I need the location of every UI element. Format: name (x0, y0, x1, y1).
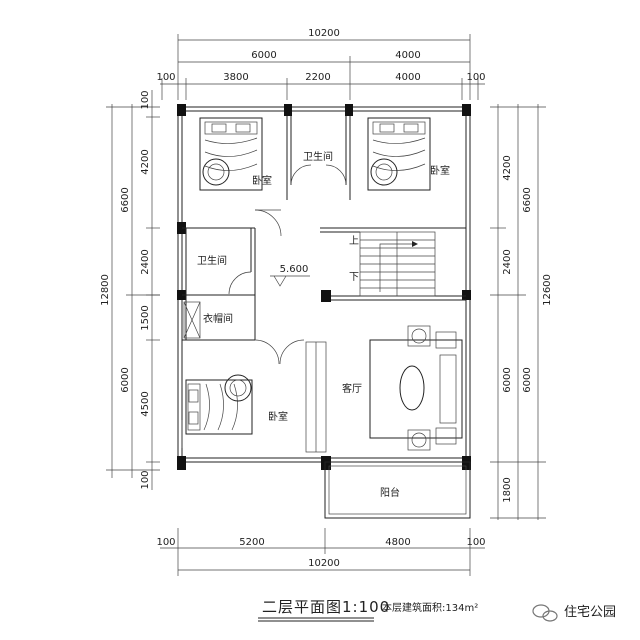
walls (177, 104, 471, 470)
stair-up-label: 上 (349, 235, 359, 247)
dim-top-100-right: 100 (466, 72, 485, 83)
dimension-labels-top: 10200 6000 4000 100 3800 2200 4000 100 (156, 28, 485, 83)
room-label-bedroom-2: 卧室 (430, 164, 450, 177)
dim-left-6600: 6600 (120, 187, 131, 212)
room-labels: 卧室 卫生间 卧室 卫生间 衣帽间 卧室 客厅 阳台 5.600 上 下 (197, 150, 450, 499)
dimension-labels-bottom: 100 5200 4800 100 10200 (156, 537, 485, 569)
sofa-set-icon (369, 325, 463, 451)
bed-icon (199, 117, 263, 191)
dim-left-1500: 1500 (140, 305, 151, 330)
plan-title: 二层平面图 (262, 598, 342, 616)
dim-left-100-top: 100 (140, 90, 151, 109)
dim-top-6000: 6000 (251, 50, 276, 61)
dim-left-4500: 4500 (140, 391, 151, 416)
dim-right-12600: 12600 (542, 274, 553, 306)
dimension-labels-left: 12800 6600 6000 100 4200 2400 1500 4500 … (100, 90, 151, 489)
plan-scale: 1:100 (342, 598, 390, 616)
room-label-bathroom-1: 卫生间 (303, 150, 333, 163)
dim-bottom-total: 10200 (308, 558, 340, 569)
floor-area-label: 本层建筑面积:134m² (382, 601, 478, 614)
dimension-labels-right: 4200 2400 6000 1800 6600 6000 12600 (502, 155, 553, 502)
dim-left-2400: 2400 (140, 249, 151, 274)
dim-bottom-100-right: 100 (466, 537, 485, 548)
room-label-balcony: 阳台 (380, 486, 400, 499)
bed-icon (367, 117, 431, 191)
doors (181, 164, 347, 448)
wechat-logo-icon (532, 604, 558, 622)
dim-bottom-4800: 4800 (385, 537, 410, 548)
dim-left-12800: 12800 (100, 274, 111, 306)
room-label-living: 客厅 (342, 382, 362, 395)
dim-left-100-bottom: 100 (140, 470, 151, 489)
dim-left-4200: 4200 (140, 149, 151, 174)
dim-right-6000-inner: 6000 (502, 367, 513, 392)
watermark: 住宅公园 (532, 604, 616, 622)
room-label-bedroom-3: 卧室 (268, 410, 288, 423)
room-label-closet: 衣帽间 (203, 312, 233, 325)
closet-icon (183, 301, 327, 453)
balcony (324, 461, 471, 519)
dim-top-100-left: 100 (156, 72, 175, 83)
dimension-lines (106, 34, 546, 576)
watermark-text: 住宅公园 (564, 605, 616, 620)
dim-top-3800: 3800 (223, 72, 248, 83)
dim-top-2200: 2200 (305, 72, 330, 83)
dim-left-6000: 6000 (120, 367, 131, 392)
stair-down-label: 下 (349, 272, 359, 283)
dim-top-4000: 4000 (395, 50, 420, 61)
dim-right-4200: 4200 (502, 155, 513, 180)
dim-bottom-100-left: 100 (156, 537, 175, 548)
elevation-label: 5.600 (280, 264, 309, 275)
dim-right-6600: 6600 (522, 187, 533, 212)
room-label-bathroom-2: 卫生间 (197, 254, 227, 267)
room-label-bedroom-1: 卧室 (252, 174, 272, 187)
dim-top-total: 10200 (308, 28, 340, 39)
dim-top-4000b: 4000 (395, 72, 420, 83)
dim-right-1800: 1800 (502, 477, 513, 502)
dim-bottom-5200: 5200 (239, 537, 264, 548)
bed-icon (185, 374, 253, 435)
caption: 二层平面图 1:100 本层建筑面积:134m² (258, 598, 478, 622)
dim-right-2400: 2400 (502, 249, 513, 274)
staircase (359, 231, 436, 297)
dim-right-6000: 6000 (522, 367, 533, 392)
elevation-marker-icon (270, 275, 310, 287)
